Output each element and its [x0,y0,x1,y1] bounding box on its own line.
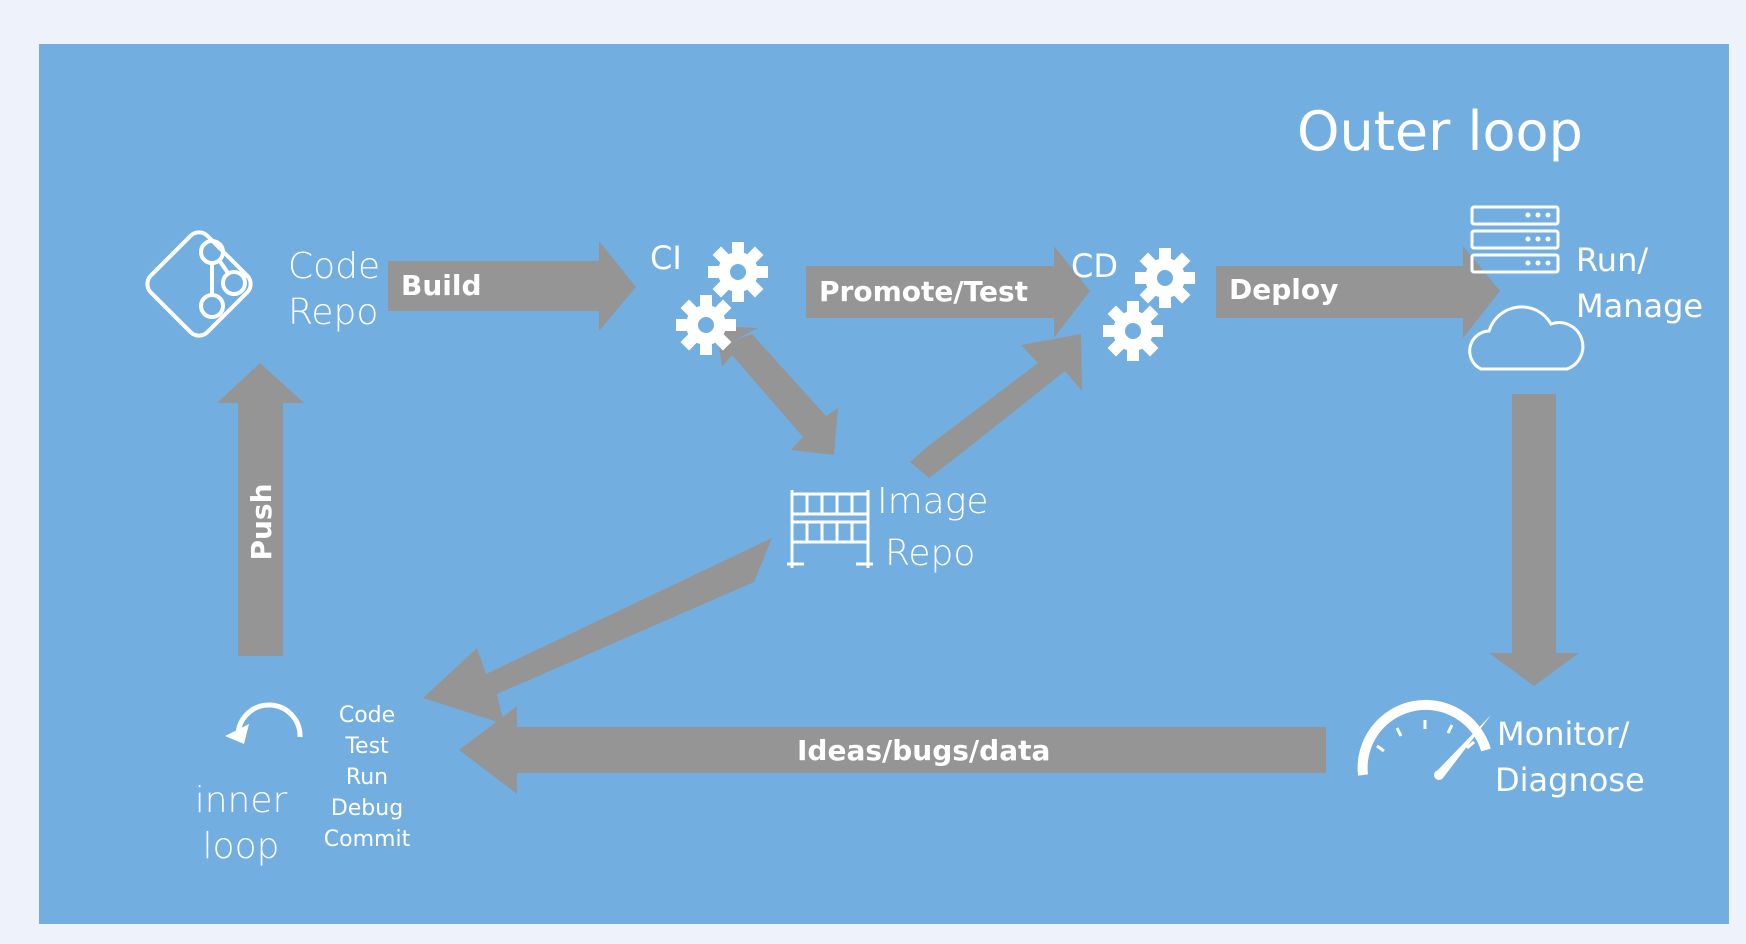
push-arrow-label: Push [245,483,278,561]
ideas-bugs-data-arrow-body [517,727,1326,773]
run-to-monitor-arrow [1489,394,1579,686]
monitor-diagnose-label-line1: Monitor/ [1497,715,1630,753]
inner-step: Code [338,703,396,728]
ci-image-repo-double-arrow [716,326,838,455]
undo-loop-icon [225,702,303,744]
promote-test-arrow [806,246,1090,338]
ideas-bugs-data-arrow-label: Ideas/bugs/data [797,734,1051,767]
image-repo-to-inner-arrow [423,538,772,724]
image-repo-label-line1: Image [877,481,989,522]
outer-loop-title: Outer loop [1297,100,1583,163]
inner-loop-label-line1: inner [194,780,288,821]
deploy-arrow [1216,246,1500,338]
build-arrow [388,241,636,331]
ci-label: CI [650,239,682,277]
run-manage-label-line2: Manage [1576,287,1704,325]
code-repo-label-line1: Code [288,246,381,287]
push-arrow [217,363,304,656]
inner-step: Debug [330,796,404,821]
ci-gears-icon [676,242,768,355]
inner-loop-label-line2: loop [202,826,280,867]
image-repo-to-cd-arrow [910,334,1082,478]
inner-step: Commit [323,827,411,852]
diagram-canvas [145,205,1585,794]
deploy-arrow-label: Deploy [1229,273,1339,306]
container-registry-icon [787,490,873,568]
inner-step: Test [345,734,389,759]
cd-gears-icon [1103,248,1195,361]
build-arrow-label: Build [401,269,482,302]
cd-label: CD [1071,247,1118,285]
code-repo-label-line2: Repo [288,292,379,333]
server-cloud-icon [1468,205,1585,371]
promote-test-arrow-label: Promote/Test [819,275,1029,308]
monitor-diagnose-label-line2: Diagnose [1495,761,1645,799]
git-branch-icon [145,230,253,338]
ideas-bugs-data-arrow-head [459,706,517,794]
gauge-icon [1357,699,1491,780]
inner-step: Run [345,765,389,790]
inner-loop-steps: Code Test Run Debug Commit [307,700,427,855]
image-repo-label-line2: Repo [885,533,976,574]
outer-loop-slide: Outer loop Code Repo CI CD Image Repo Ru… [39,44,1729,924]
run-manage-label-line1: Run/ [1576,241,1649,279]
